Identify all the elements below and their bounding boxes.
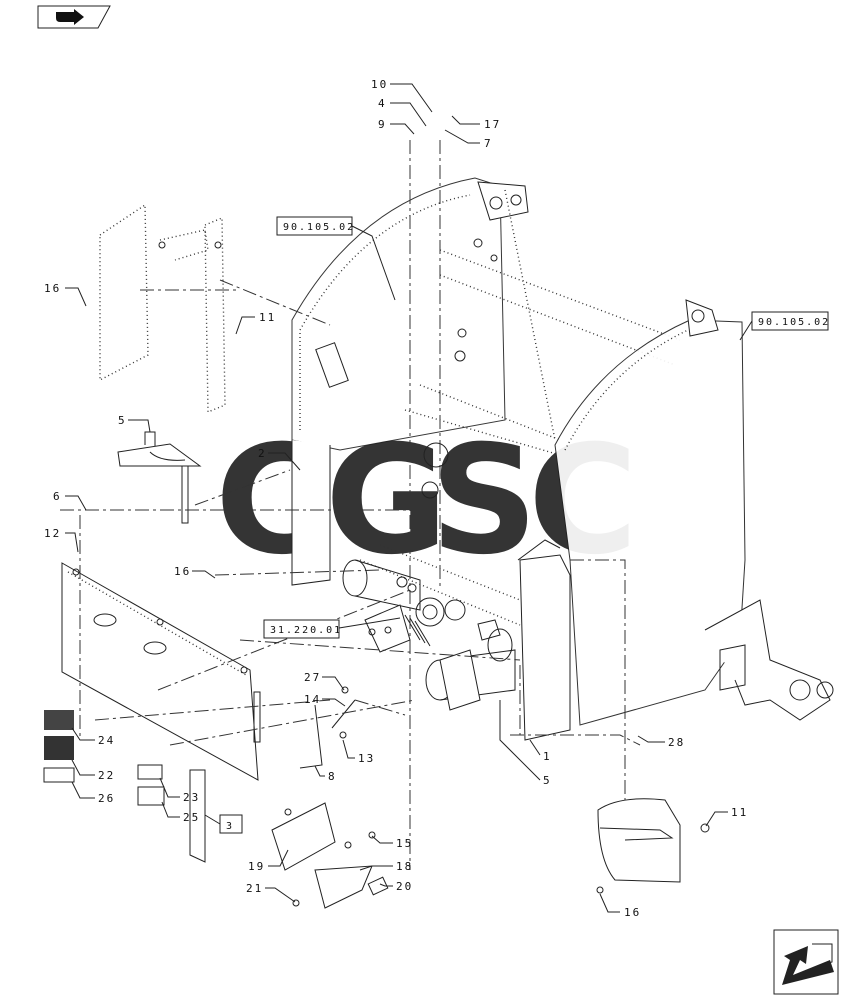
callout-11: 11 bbox=[259, 311, 276, 324]
callout-25: 25 bbox=[183, 811, 200, 824]
construction-lines bbox=[60, 140, 641, 870]
callout-16: 16 bbox=[624, 906, 641, 919]
callout-numbers: 10 4 9 17 7 16 11 5 2 6 12 16 27 14 13 8… bbox=[44, 78, 748, 919]
callout-16: 16 bbox=[44, 282, 61, 295]
callout-21: 21 bbox=[246, 882, 263, 895]
book-arrow-icon[interactable] bbox=[37, 5, 111, 29]
ref-label-text: 3 bbox=[226, 821, 234, 832]
ref-label-text: 31.220.01 bbox=[270, 625, 342, 636]
callout-28: 28 bbox=[668, 736, 685, 749]
decal-22 bbox=[44, 736, 74, 760]
callout-leaders bbox=[65, 83, 728, 913]
callout-20: 20 bbox=[396, 880, 413, 893]
callout-12: 12 bbox=[44, 527, 61, 540]
callout-15: 15 bbox=[396, 837, 413, 850]
ref-label-text: 90.105.02 bbox=[758, 317, 830, 328]
callout-26: 26 bbox=[98, 792, 115, 805]
rod-parts bbox=[299, 686, 356, 769]
callout-9: 9 bbox=[378, 118, 387, 131]
callout-5: 5 bbox=[543, 774, 552, 787]
ref-box-90-105-02-right[interactable]: 90.105.02 bbox=[739, 311, 830, 341]
ref-box-3[interactable]: 3 bbox=[204, 814, 243, 834]
callout-14: 14 bbox=[304, 693, 321, 706]
callout-8: 8 bbox=[328, 770, 337, 783]
callout-19: 19 bbox=[248, 860, 265, 873]
decal-24 bbox=[44, 710, 74, 730]
callout-11: 11 bbox=[731, 806, 748, 819]
callout-6: 6 bbox=[53, 490, 62, 503]
ref-box-31-220-01[interactable]: 31.220.01 bbox=[263, 617, 401, 639]
ref-label-text: 90.105.02 bbox=[283, 222, 355, 233]
callout-2: 2 bbox=[258, 447, 267, 460]
decals bbox=[43, 710, 206, 863]
callout-23: 23 bbox=[183, 791, 200, 804]
frame-assembly bbox=[291, 177, 834, 741]
decal-23 bbox=[137, 764, 163, 780]
callout-1: 1 bbox=[543, 750, 552, 763]
callout-16: 16 bbox=[174, 565, 191, 578]
strip-part-3 bbox=[189, 769, 206, 863]
callout-7: 7 bbox=[484, 137, 493, 150]
callout-18: 18 bbox=[396, 860, 413, 873]
callout-13: 13 bbox=[358, 752, 375, 765]
callout-5: 5 bbox=[118, 414, 127, 427]
callout-10: 10 bbox=[371, 78, 388, 91]
side-guard bbox=[596, 798, 710, 894]
decal-25 bbox=[137, 786, 165, 806]
cover-panel bbox=[61, 562, 261, 781]
lower-shields bbox=[271, 802, 389, 909]
callout-27: 27 bbox=[304, 671, 321, 684]
callout-17: 17 bbox=[484, 118, 501, 131]
guide-bracket bbox=[99, 203, 226, 414]
callout-4: 4 bbox=[378, 97, 387, 110]
next-arrow-icon[interactable] bbox=[773, 929, 839, 995]
ref-box-90-105-02-left[interactable]: 90.105.02 bbox=[276, 216, 396, 301]
callout-22: 22 bbox=[98, 769, 115, 782]
decal-26 bbox=[43, 767, 75, 783]
bracket-part-5 bbox=[117, 431, 202, 524]
callout-24: 24 bbox=[98, 734, 115, 747]
